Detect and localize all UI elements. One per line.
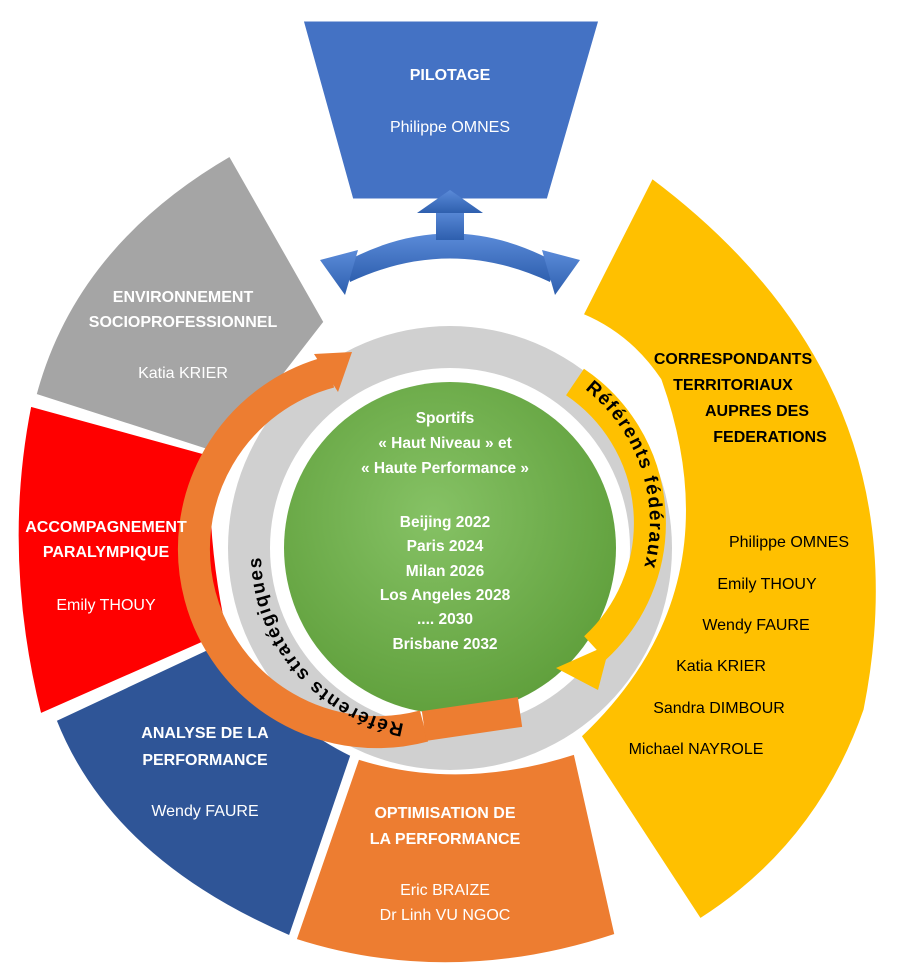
optimisation-title-1: OPTIMISATION DE (374, 805, 515, 822)
section-paralympique: ACCOMPAGNEMENT PARALYMPIQUE Emily THOUY (25, 519, 187, 614)
strategic-arrow (177, 352, 523, 749)
pilotage-name: Philippe OMNES (390, 119, 510, 136)
center-line-10: Brisbane 2032 (392, 636, 497, 653)
center-line-3: « Haute Performance » (361, 460, 529, 477)
segment-environnement (33, 152, 327, 454)
correspondant-name-3: Wendy FAURE (702, 617, 809, 634)
center-line-2: « Haut Niveau » et (378, 435, 512, 452)
section-environnement: ENVIRONNEMENT SOCIOPROFESSIONNEL Katia K… (89, 289, 278, 382)
analyse-title-2: PERFORMANCE (142, 752, 268, 769)
correspondants-title-3: AUPRES DES (705, 403, 809, 420)
segment-pilotage (300, 18, 602, 202)
correspondants-title-1: CORRESPONDANTS (654, 351, 813, 368)
section-pilotage: PILOTAGE Philippe OMNES (390, 67, 510, 136)
federal-arrow (556, 368, 666, 690)
section-optimisation: OPTIMISATION DE LA PERFORMANCE Eric BRAI… (370, 805, 521, 924)
correspondant-name-2: Emily THOUY (717, 576, 817, 593)
center-line-6: Paris 2024 (407, 538, 484, 555)
section-correspondants: CORRESPONDANTS TERRITORIAUX AUPRES DES F… (629, 351, 849, 758)
pilotage-title: PILOTAGE (410, 67, 491, 84)
correspondants-title-4: FEDERATIONS (713, 429, 827, 446)
center-line-7: Milan 2026 (406, 563, 485, 580)
paralympique-title-2: PARALYMPIQUE (43, 544, 170, 561)
optimisation-name-1: Eric BRAIZE (400, 882, 490, 899)
paralympique-name: Emily THOUY (56, 597, 156, 614)
center-line-9: .... 2030 (417, 611, 473, 628)
correspondants-title-2: TERRITORIAUX (673, 377, 793, 394)
paralympique-title-1: ACCOMPAGNEMENT (25, 519, 187, 536)
environnement-name: Katia KRIER (138, 365, 228, 382)
blue-double-arrow (320, 190, 580, 295)
correspondant-name-5: Sandra DIMBOUR (653, 700, 785, 717)
center-line-8: Los Angeles 2028 (380, 587, 511, 604)
center-line-5: Beijing 2022 (400, 514, 490, 531)
center-text: Sportifs « Haut Niveau » et « Haute Perf… (361, 410, 529, 653)
environnement-title-1: ENVIRONNEMENT (113, 289, 254, 306)
center-circle (284, 382, 616, 714)
section-analyse: ANALYSE DE LA PERFORMANCE Wendy FAURE (141, 725, 269, 820)
optimisation-title-2: LA PERFORMANCE (370, 831, 521, 848)
correspondant-name-6: Michael NAYROLE (629, 741, 764, 758)
environnement-title-2: SOCIOPROFESSIONNEL (89, 314, 278, 331)
segment-correspondants (578, 174, 879, 923)
analyse-title-1: ANALYSE DE LA (141, 725, 269, 742)
analyse-name: Wendy FAURE (151, 803, 258, 820)
center-line-1: Sportifs (416, 410, 475, 427)
segment-optimisation (293, 751, 618, 964)
optimisation-name-2: Dr Linh VU NGOC (380, 907, 511, 924)
correspondant-name-4: Katia KRIER (676, 658, 766, 675)
correspondant-name-1: Philippe OMNES (729, 534, 849, 551)
